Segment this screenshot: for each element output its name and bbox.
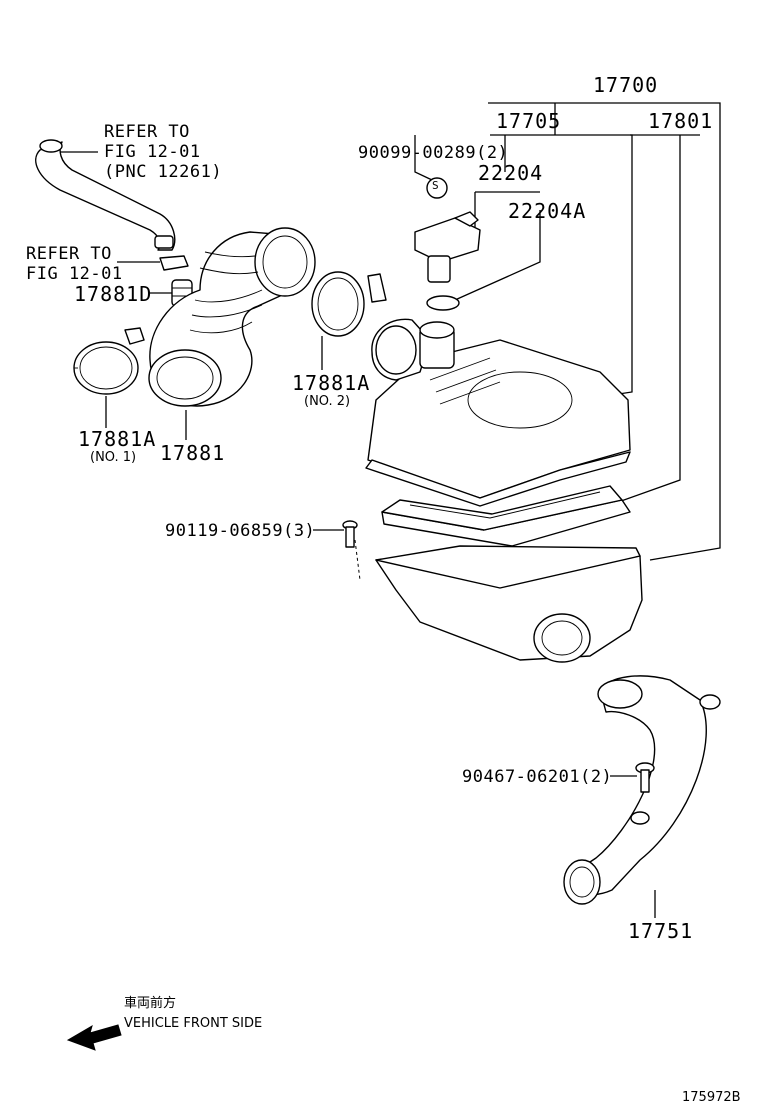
- ref-label-1-line3: (PNC 12261): [104, 162, 223, 182]
- part-label-17801: 17801: [648, 109, 714, 133]
- air-cleaner-case-lower: [354, 539, 643, 663]
- intake-hose-17881: [148, 227, 316, 407]
- air-cleaner-cap-17705: [365, 318, 631, 507]
- part-note-17881A-no1: (NO. 1): [90, 450, 137, 465]
- ref-label-2-line2: FIG 12-01: [26, 264, 123, 284]
- part-label-17881A-no2: 17881A: [292, 371, 371, 395]
- o-ring-22204A: [426, 295, 460, 311]
- s-symbol: S: [432, 179, 440, 192]
- direction-label-en: VEHICLE FRONT SIDE: [124, 1016, 263, 1031]
- ref-label-1-line2: FIG 12-01: [104, 142, 201, 162]
- part-label-17881A-no1: 17881A: [78, 427, 157, 451]
- bolt-90467: [635, 762, 655, 793]
- part-label-17881: 17881: [160, 441, 226, 465]
- direction-label-jp: 車両前方: [124, 996, 177, 1011]
- part-label-17700: 17700: [593, 73, 659, 97]
- part-label-90119: 90119-06859(3): [165, 521, 316, 541]
- hose-clamp-17881A-no1: [73, 327, 145, 395]
- leader-lines: [60, 102, 721, 918]
- part-label-17705: 17705: [496, 109, 562, 133]
- part-label-22204A: 22204A: [508, 199, 587, 223]
- part-label-17751: 17751: [628, 919, 694, 943]
- hose-clamp-17881A-no2: [311, 271, 387, 337]
- ref-label-2-line1: REFER TO: [26, 244, 112, 264]
- mass-air-flow-sensor-22204: [414, 177, 481, 283]
- ref-label-1-line1: REFER TO: [104, 122, 190, 142]
- front-direction-arrow-icon: [66, 1024, 122, 1051]
- air-duct-17751: [563, 675, 721, 905]
- part-label-90099: 90099-00289(2): [358, 143, 509, 163]
- bolt-90119: [342, 520, 358, 548]
- breather-pipe: [35, 139, 176, 251]
- part-note-17881A-no2: (NO. 2): [304, 394, 351, 409]
- part-label-17881D: 17881D: [74, 282, 153, 306]
- part-label-22204: 22204: [478, 161, 544, 185]
- part-label-90467: 90467-06201(2): [462, 767, 613, 787]
- figure-id: 175972B: [682, 1090, 741, 1105]
- air-filter-element-17801: [381, 485, 631, 547]
